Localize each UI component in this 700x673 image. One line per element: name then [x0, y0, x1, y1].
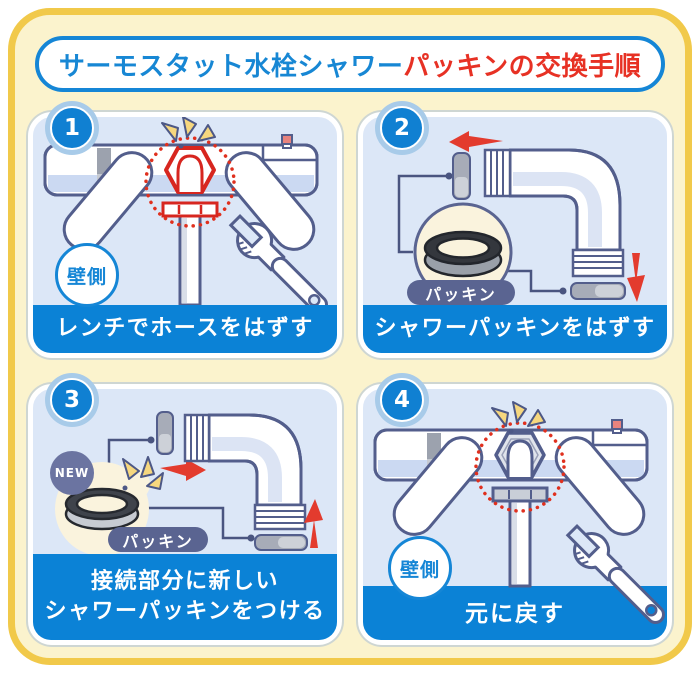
- faucet-handle-left: [392, 436, 484, 536]
- step-3-caption-line1: 接続部分に新しい: [90, 569, 279, 595]
- hose-flange: [491, 486, 549, 503]
- highlight-dotted-circle: [144, 136, 236, 228]
- packing-in-place: [570, 282, 626, 300]
- packing-removed-side: [452, 152, 471, 200]
- step-1-number-badge: 1: [45, 101, 99, 155]
- hose-pipe: [508, 499, 532, 588]
- step-1-caption-bar: レンチでホースをはずす: [33, 305, 337, 353]
- step-3-caption-bar: 接続部分に新しい シャワーパッキンをつける: [33, 554, 337, 640]
- shower-elbow-hose: [183, 413, 307, 531]
- step-2-number-badge: 2: [375, 101, 429, 155]
- highlight-dotted-circle: [474, 421, 566, 513]
- attention-sparkles-icon: [161, 117, 216, 149]
- packing-removal-illustration: [397, 131, 645, 302]
- leader-line: [397, 174, 449, 254]
- packing-ring-icon: [423, 230, 503, 278]
- faucet-handle-right: [554, 436, 646, 536]
- packing-new-side: [156, 411, 174, 455]
- attention-sparkles-icon: [491, 401, 546, 434]
- wrench-icon: [228, 213, 328, 305]
- step-panel-1-body: レンチでホースをはずす 壁側: [33, 117, 337, 353]
- packing-label: パッキン: [108, 527, 208, 552]
- leader-line: [503, 269, 560, 293]
- hose-pipe: [178, 214, 202, 305]
- arrow-up-icon: [304, 499, 323, 548]
- faucet-removal-illustration: [43, 117, 328, 305]
- thread-left: [483, 148, 512, 198]
- wrench-icon: [565, 523, 665, 624]
- step-panel-4: 元に戻す 壁側 4: [358, 373, 672, 645]
- leader-line: [107, 438, 148, 469]
- arrow-right-icon: [160, 459, 206, 481]
- packing-ring-icon: [64, 487, 140, 531]
- packing-target: [254, 534, 308, 551]
- faucet-handle-left: [62, 151, 154, 251]
- step-3-caption-line2: シャワーパッキンをつける: [44, 599, 326, 624]
- page-title: サーモスタット水栓シャワーパッキンの交換手順: [35, 36, 665, 92]
- valve-cap: [281, 134, 293, 145]
- title-part-blue: サーモスタット水栓シャワー: [58, 51, 404, 82]
- attention-sparkles-icon: [122, 456, 164, 491]
- step-panel-3: 接続部分に新しい シャワーパッキンをつける NEW パッキン 3: [28, 373, 342, 645]
- new-packing-badge: NEW: [50, 451, 94, 495]
- faucet-handle-right: [224, 151, 316, 251]
- thread-left: [183, 413, 211, 463]
- arrow-left-icon: [449, 131, 503, 152]
- wall-side-badge: 壁側: [388, 536, 452, 600]
- step-4-caption: 元に戻す: [465, 601, 565, 627]
- arrow-down-icon: [627, 253, 645, 302]
- step-3-number-badge: 3: [45, 373, 99, 427]
- title-part-red: パッキンの交換手順: [403, 51, 642, 82]
- step-panel-3-body: 接続部分に新しい シャワーパッキンをつける NEW パッキン: [33, 389, 337, 640]
- thread-bottom: [571, 248, 625, 278]
- step-2-caption-bar: シャワーパッキンをはずす: [363, 305, 667, 353]
- magnifier-circle: [413, 202, 513, 302]
- step-1-caption: レンチでホースをはずす: [56, 316, 314, 342]
- step-panel-4-body: 元に戻す 壁側: [363, 389, 667, 640]
- faucet-reassembled-illustration: [373, 401, 665, 624]
- leader-line: [145, 506, 248, 540]
- shower-elbow-hose: [483, 148, 625, 278]
- hose-flange: [161, 201, 219, 218]
- step-2-caption: シャワーパッキンをはずす: [374, 316, 656, 342]
- hose-nut-reattached: [491, 431, 549, 503]
- valve-cap: [611, 419, 623, 430]
- thread-bottom: [253, 503, 307, 531]
- step-panel-2: シャワーパッキンをはずす パッキン 2: [358, 101, 672, 358]
- step-4-number-badge: 4: [375, 373, 429, 427]
- packing-label: パッキン: [407, 280, 515, 305]
- step-panel-2-body: シャワーパッキンをはずす パッキン: [363, 117, 667, 353]
- step-panel-1: レンチでホースをはずす 壁側 1: [28, 101, 342, 358]
- hose-nut-highlight: [161, 146, 219, 218]
- wall-side-badge: 壁側: [55, 243, 119, 307]
